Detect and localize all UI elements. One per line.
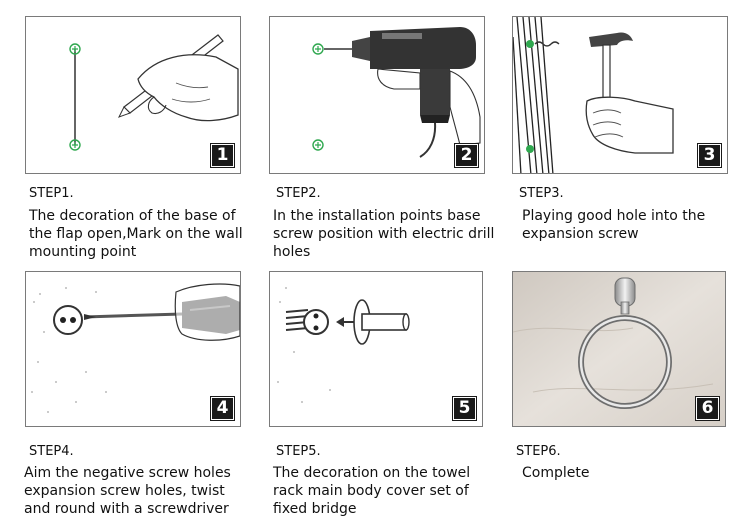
step-2-title: STEP2. <box>276 186 321 201</box>
screwdriver-illustration <box>31 283 240 413</box>
step-2-panel: 2 <box>269 16 485 174</box>
step-5-title: STEP5. <box>276 444 321 459</box>
step-4-title: STEP4. <box>29 444 74 459</box>
step-6-panel: 6 <box>512 271 726 427</box>
step-number-badge: 2 <box>454 143 479 168</box>
electric-drill-illustration <box>312 27 481 158</box>
step-4-panel: 4 <box>25 271 241 427</box>
hammer-illustration <box>513 17 674 173</box>
mark-wall-illustration <box>69 34 239 151</box>
step-2-description: In the installation points base screw po… <box>273 208 495 260</box>
step-6-description: Complete <box>522 465 590 481</box>
step-3-title: STEP3. <box>519 186 564 201</box>
step-1-panel: 1 <box>25 16 241 174</box>
step-4-description: Aim the negative screw holes expansion s… <box>24 465 231 517</box>
step-number-badge: 3 <box>697 143 722 168</box>
step-3-description: Playing good hole into the expansion scr… <box>522 208 706 242</box>
step-number-badge: 6 <box>695 396 720 421</box>
step-number-badge: 5 <box>452 396 477 421</box>
cover-assembly-illustration <box>277 287 410 403</box>
step-number-badge: 1 <box>210 143 235 168</box>
step-1-description: The decoration of the base of the flap o… <box>29 208 243 260</box>
step-5-description: The decoration on the towel rack main bo… <box>273 465 471 517</box>
step-6-title: STEP6. <box>516 444 561 459</box>
towel-ring-photo <box>513 272 725 426</box>
step-1-title: STEP1. <box>29 186 74 201</box>
step-5-panel: 5 <box>269 271 483 427</box>
step-3-panel: 3 <box>512 16 728 174</box>
step-number-badge: 4 <box>210 396 235 421</box>
